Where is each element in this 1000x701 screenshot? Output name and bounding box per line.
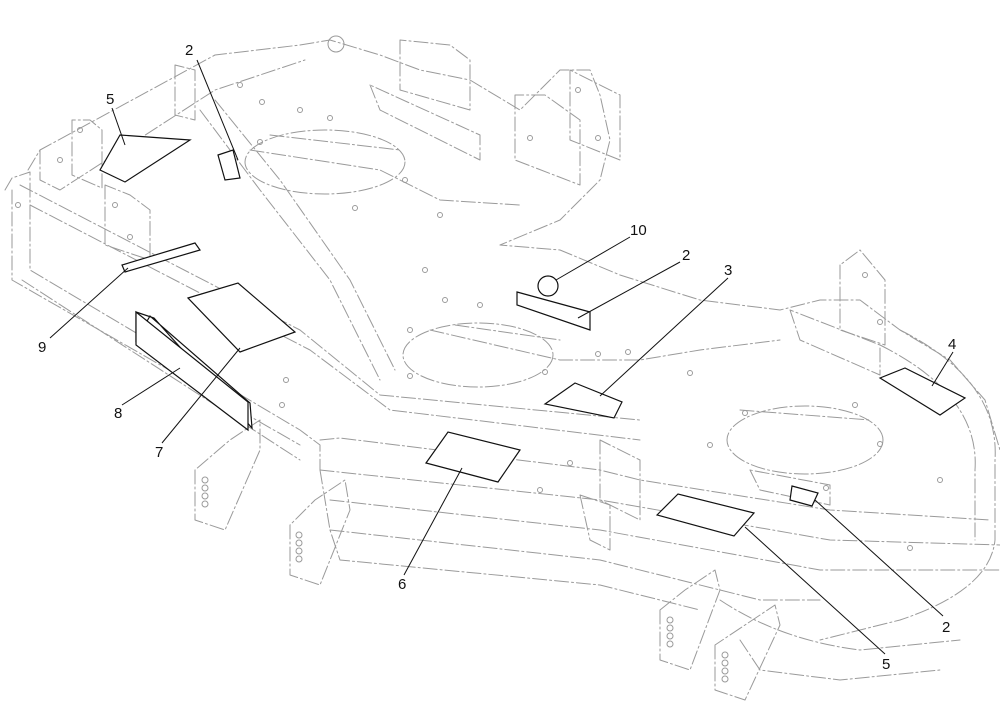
decals — [99, 134, 967, 537]
decal-2-bottom — [789, 485, 819, 507]
leader-2-mid — [577, 261, 681, 319]
callout-9: 9 — [38, 339, 46, 356]
deck-outline — [4, 39, 1000, 681]
decal-4 — [878, 367, 967, 416]
leader-5-top — [111, 107, 126, 146]
callout-3: 3 — [724, 262, 732, 279]
leader-9 — [49, 267, 129, 339]
leader-5-bottom — [744, 526, 886, 655]
decal-6 — [425, 431, 521, 483]
leader-3 — [599, 277, 729, 397]
callout-5-top: 5 — [106, 91, 114, 108]
callout-10: 10 — [630, 222, 647, 239]
leader-6 — [403, 467, 463, 576]
bolt-holes — [15, 82, 943, 551]
leader-8 — [121, 367, 181, 406]
decal-9 — [121, 242, 201, 273]
callout-2-bottom: 2 — [942, 619, 950, 636]
decal-5-bottom — [655, 493, 756, 537]
leader-2-top — [196, 59, 239, 161]
leader-2-bottom — [814, 499, 944, 617]
decal-7 — [186, 282, 297, 353]
callout-6: 6 — [398, 576, 406, 593]
decal-2-top — [217, 149, 241, 181]
callout-5-bottom: 5 — [882, 656, 890, 673]
front-rollers — [194, 419, 781, 701]
callout-2-mid: 2 — [682, 247, 690, 264]
decal-3 — [543, 382, 623, 419]
callout-labels: 2 5 10 2 3 4 9 8 7 6 2 5 — [38, 42, 956, 673]
leader-lines — [49, 59, 954, 655]
leader-7 — [161, 347, 241, 444]
leader-4 — [931, 351, 954, 387]
callout-4: 4 — [948, 336, 956, 353]
decal-5-top — [99, 134, 192, 183]
decal-8-strip — [135, 310, 249, 432]
callout-2-top: 2 — [185, 42, 193, 59]
spindle-openings — [244, 129, 884, 475]
callout-7: 7 — [155, 444, 163, 461]
mount-brackets — [71, 35, 886, 551]
decal-2-mid — [516, 291, 591, 331]
decal-10 — [537, 275, 559, 297]
callout-8: 8 — [114, 405, 122, 422]
leader-10 — [555, 236, 631, 281]
